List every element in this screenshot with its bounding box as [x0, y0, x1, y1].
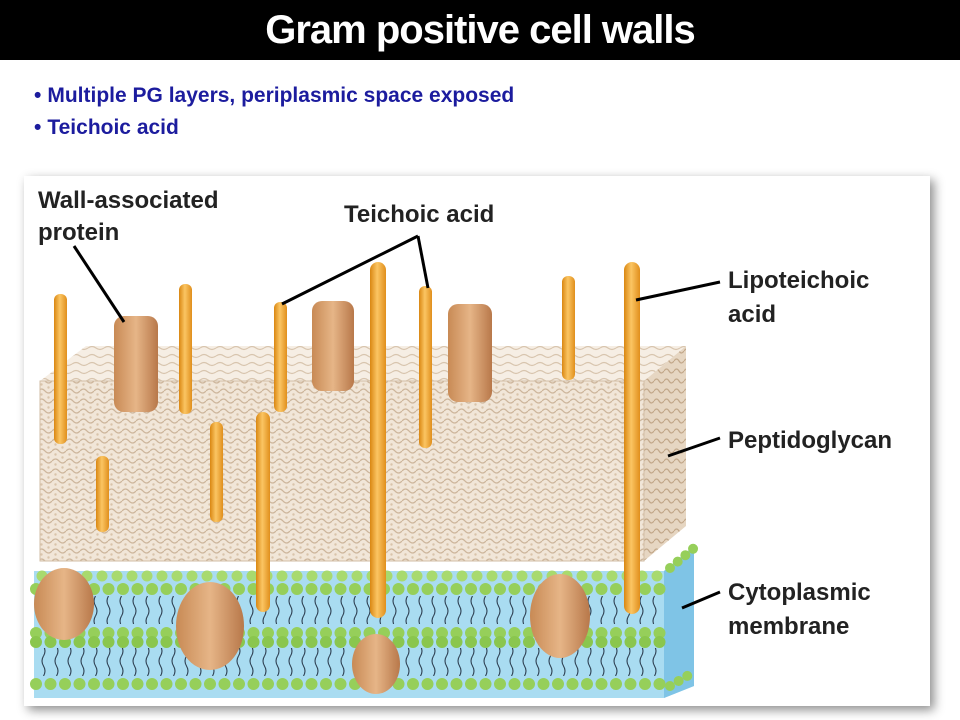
- teichoic-rod: [210, 422, 223, 522]
- teichoic-rod: [179, 284, 192, 414]
- label-wall-protein-1: Wall-associated: [38, 187, 219, 214]
- label-wall-protein-2: protein: [38, 219, 119, 246]
- membrane-protein: [352, 634, 400, 694]
- label-lipoteichoic-1: Lipoteichoic: [728, 267, 869, 294]
- teichoic-rod: [562, 276, 575, 380]
- lipoteichoic-rod: [624, 262, 640, 614]
- lipoteichoic-rod: [256, 412, 270, 612]
- membrane-protein: [530, 574, 590, 658]
- diagram-labels: Wall-associated protein Teichoic acid Li…: [38, 187, 892, 640]
- leader-lines: [72, 234, 721, 610]
- leader-cytoplasmic-membrane: [681, 590, 721, 610]
- teichoic-rod: [96, 456, 109, 532]
- label-peptidoglycan: Peptidoglycan: [728, 427, 892, 454]
- bullet-teichoic-acid: Teichoic acid: [34, 112, 514, 144]
- teichoic-rod: [54, 294, 67, 444]
- membrane-protein: [176, 582, 244, 670]
- leader-wall-protein: [72, 245, 126, 323]
- leader-teichoic-acid-right: [416, 235, 430, 289]
- teichoic-rod: [274, 302, 287, 412]
- teichoic-rod: [419, 286, 432, 448]
- cell-wall-diagram: Wall-associated protein Teichoic acid Li…: [30, 187, 892, 698]
- label-teichoic-acid: Teichoic acid: [344, 201, 494, 228]
- label-lipoteichoic-2: acid: [728, 301, 776, 328]
- wall-protein: [114, 316, 158, 412]
- slide-title: Gram positive cell walls: [265, 7, 696, 52]
- lipoteichoic-rod: [370, 262, 386, 618]
- leader-lipoteichoic-acid: [635, 280, 721, 302]
- wall-protein: [448, 304, 492, 402]
- title-bar: Gram positive cell walls: [0, 0, 960, 60]
- membrane-protein: [34, 568, 94, 640]
- leader-peptidoglycan: [667, 436, 721, 458]
- leader-teichoic-acid-left: [281, 234, 419, 306]
- wall-proteins: [34, 301, 590, 694]
- bullet-pg-layers: Multiple PG layers, periplasmic space ex…: [34, 80, 514, 112]
- teichoic-acid-rods: [54, 276, 575, 532]
- bullet-list: Multiple PG layers, periplasmic space ex…: [34, 80, 514, 144]
- label-cytoplasmic-1: Cytoplasmic: [728, 579, 871, 606]
- cell-wall-figure: Wall-associated protein Teichoic acid Li…: [24, 176, 930, 706]
- wall-protein: [312, 301, 354, 391]
- lipoteichoic-acid-rods: [256, 262, 640, 618]
- label-cytoplasmic-2: membrane: [728, 613, 849, 640]
